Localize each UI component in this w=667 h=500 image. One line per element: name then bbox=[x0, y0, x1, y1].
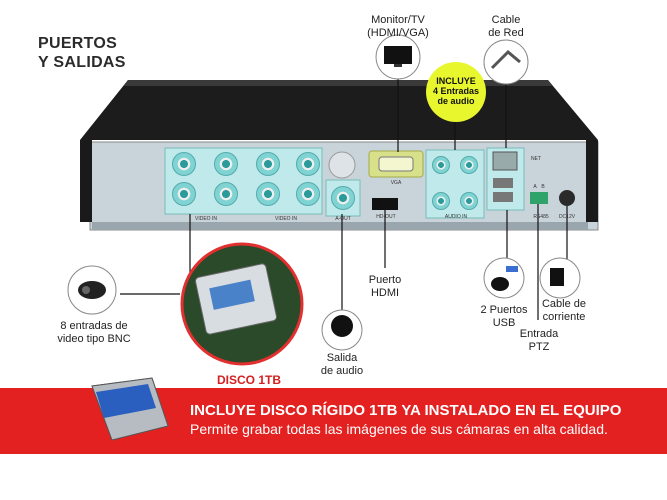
power-adapter-icon bbox=[550, 268, 564, 286]
audio-out-label-line-1: Salida bbox=[326, 352, 358, 364]
ptz-label-line-1: Entrada bbox=[519, 328, 559, 340]
hdmi-label-line-2: HDMI bbox=[370, 287, 400, 299]
video-in-label-2: VIDEO IN bbox=[275, 216, 297, 222]
monitor-label: Monitor/TV (HDMI/VGA) bbox=[358, 14, 438, 40]
audio-in-port-3 bbox=[432, 192, 450, 210]
bnc-label-line-2: video tipo BNC bbox=[57, 333, 131, 345]
rs485-terminal bbox=[530, 192, 548, 204]
power-label-line-2: corriente bbox=[542, 311, 586, 323]
badge-line-2: 4 Entradas bbox=[432, 86, 480, 96]
power-cable-label: Cable de corriente bbox=[534, 298, 594, 324]
hdmi-port-label: Puerto HDMI bbox=[358, 274, 412, 300]
audio-in-port-2 bbox=[460, 156, 478, 174]
audio-inputs-badge: INCLUYE 4 Entradas de audio bbox=[426, 62, 486, 122]
audio-out-label-line-2: de audio bbox=[320, 365, 364, 377]
hdmi-label-line-1: Puerto bbox=[368, 274, 402, 286]
bnc-port-6 bbox=[214, 182, 238, 206]
banner-headline: INCLUYE DISCO RÍGIDO 1TB YA INSTALADO EN… bbox=[190, 402, 622, 419]
hdd-caption: DISCO 1TB bbox=[217, 373, 282, 387]
network-label-line-1: Cable bbox=[491, 14, 521, 26]
hd-out-label: HD-OUT bbox=[376, 214, 396, 220]
power-label-line-1: Cable de bbox=[541, 298, 587, 310]
bnc-label-line-1: 8 entradas de bbox=[60, 320, 128, 332]
vga-label: VGA bbox=[390, 180, 402, 186]
badge-line-1: INCLUYE bbox=[436, 76, 476, 86]
network-cable-icon bbox=[490, 49, 521, 70]
rs485-label: RS485 bbox=[533, 214, 549, 220]
dc12v-label: DC12V bbox=[558, 214, 576, 220]
usb-label-line-2: USB bbox=[492, 317, 516, 329]
title-line-2: Y SALIDAS bbox=[38, 54, 126, 71]
camera-icon bbox=[78, 281, 106, 299]
video-in-label-1: VIDEO IN bbox=[195, 216, 217, 222]
audio-in-port-4 bbox=[460, 192, 478, 210]
terminal-b-label: B bbox=[541, 184, 545, 190]
network-label: Cable de Red bbox=[476, 14, 536, 40]
bnc-port-3 bbox=[256, 152, 280, 176]
bnc-port-8 bbox=[296, 182, 320, 206]
audio-in-label: AUDIO IN bbox=[444, 214, 468, 220]
page-title: PUERTOS Y SALIDAS bbox=[38, 34, 178, 72]
banner-subline: Permite grabar todas las imágenes de sus… bbox=[190, 421, 608, 437]
bnc-port-5 bbox=[172, 182, 196, 206]
monitor-icon bbox=[384, 46, 412, 64]
monitor-label-line-1: Monitor/TV bbox=[371, 14, 425, 26]
usb-ports-label: 2 Puertos USB bbox=[474, 304, 534, 330]
bnc-port-7 bbox=[256, 182, 280, 206]
microphone-icon bbox=[331, 315, 353, 337]
dc-jack bbox=[559, 190, 575, 206]
network-cable-icon-circle bbox=[483, 39, 529, 85]
net-label: NET bbox=[531, 156, 541, 162]
bnc-port-1 bbox=[172, 152, 196, 176]
a-out-label: A-OUT bbox=[335, 216, 351, 222]
ptz-label-line-2: PTZ bbox=[528, 341, 550, 353]
bnc-port-2 bbox=[214, 152, 238, 176]
hdmi-port bbox=[372, 198, 398, 210]
monitor-label-line-2: (HDMI/VGA) bbox=[367, 27, 429, 39]
network-label-line-2: de Red bbox=[488, 27, 524, 39]
audio-out-port bbox=[331, 186, 355, 210]
ptz-input-label: Entrada PTZ bbox=[512, 328, 566, 354]
audio-out-label: Salida de audio bbox=[314, 352, 370, 378]
title-line-1: PUERTOS bbox=[38, 35, 118, 52]
bnc-inputs-label: 8 entradas de video tipo BNC bbox=[44, 320, 144, 346]
audio-in-port-1 bbox=[432, 156, 450, 174]
terminal-a-label: A bbox=[533, 184, 537, 190]
usb-mouse-icon bbox=[491, 277, 509, 291]
bnc-port-4 bbox=[296, 152, 320, 176]
usb-label-line-1: 2 Puertos bbox=[480, 304, 528, 316]
badge-line-3: de audio bbox=[437, 96, 475, 106]
